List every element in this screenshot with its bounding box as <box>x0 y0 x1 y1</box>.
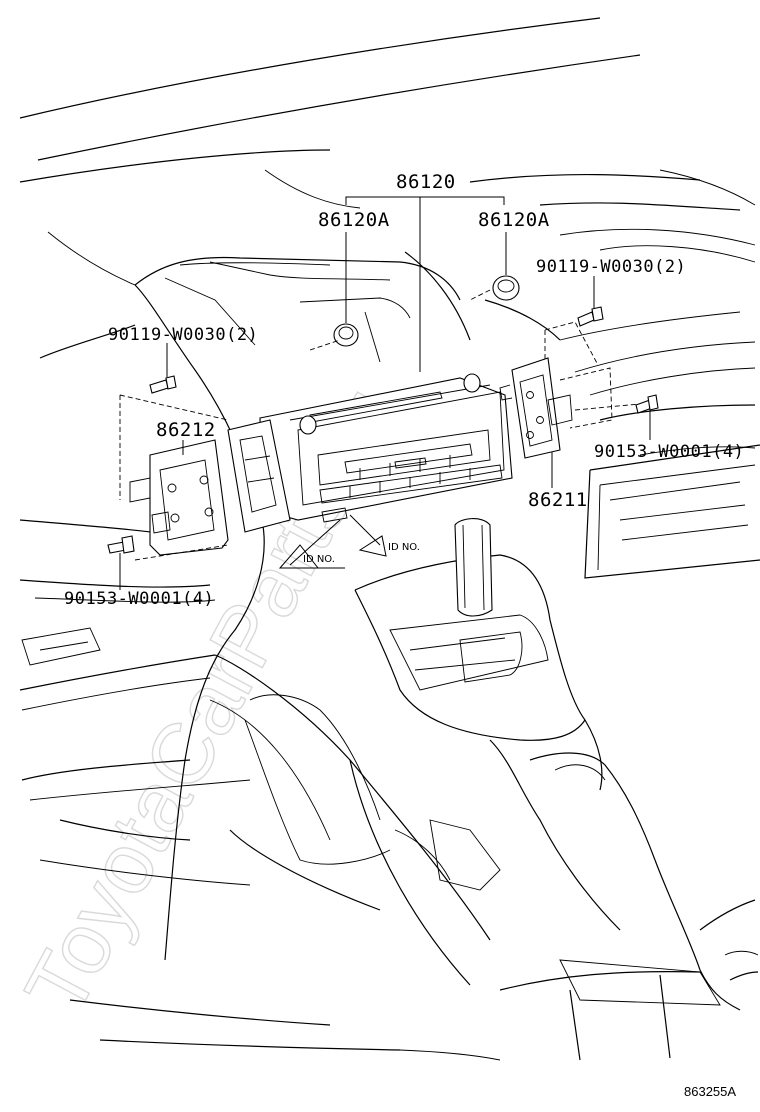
audio-head-unit <box>227 373 513 533</box>
bolt-90153-left <box>107 535 135 554</box>
screw-90119-right <box>577 306 604 327</box>
dashboard-outline <box>19 17 760 1061</box>
id-no-label-right: ID NO. <box>388 542 420 553</box>
id-no-label-left: ID NO. <box>303 554 335 565</box>
figure-code: 863255A <box>684 1084 736 1099</box>
knob-86120a-left <box>333 323 359 347</box>
label-86120a-left: 86120A <box>318 209 390 231</box>
knob-86120a-right <box>492 275 520 301</box>
label-86212: 86212 <box>156 419 216 441</box>
bracket-86211 <box>499 321 641 459</box>
bracket-86212 <box>119 394 229 561</box>
leader-lines <box>119 196 651 590</box>
label-90153-right: 90153-W0001(4) <box>594 442 744 462</box>
label-90119-right: 90119-W0030(2) <box>536 257 686 277</box>
label-86120a-right: 86120A <box>478 209 550 231</box>
label-90119-left: 90119-W0030(2) <box>108 325 258 345</box>
label-86211: 86211 <box>528 489 588 511</box>
label-86120: 86120 <box>396 171 456 193</box>
bolt-90153-right <box>635 394 659 414</box>
label-90153-left: 90153-W0001(4) <box>64 589 214 609</box>
screw-90119-left <box>149 375 177 394</box>
